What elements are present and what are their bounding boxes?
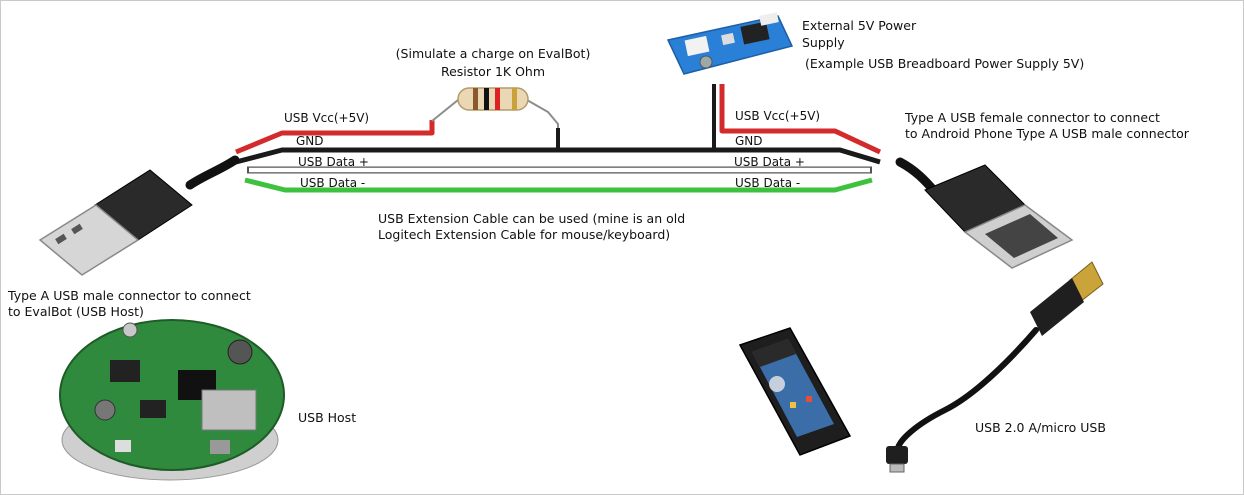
wire-resistor-lead-right (526, 99, 559, 149)
wire-label-data-minus-left: USB Data - (300, 176, 366, 190)
psu-title-line1: External 5V Power (802, 18, 917, 33)
wire-label-vcc-left: USB Vcc(+5V) (284, 111, 370, 125)
micro-cable-label: USB 2.0 A/micro USB (975, 420, 1106, 435)
wire-vcc-right (719, 84, 882, 155)
wire-label-data-minus-right: USB Data - (735, 176, 801, 190)
usb-micro-cable-icon (886, 261, 1104, 473)
extension-note-line2: Logitech Extension Cable for mouse/keybo… (378, 227, 671, 242)
psu-title-line2: Supply (802, 35, 845, 50)
wire-label-gnd-right: GND (735, 134, 763, 148)
male-conn-note-line2: to EvalBot (USB Host) (8, 304, 144, 319)
wire-label-gnd-left: GND (296, 134, 324, 148)
evalbot-board-icon (59, 319, 285, 481)
resistor-note-line1: (Simulate a charge on EvalBot) (395, 46, 591, 61)
usb-male-connector-icon (38, 155, 240, 276)
usb-host-label: USB Host (298, 410, 357, 425)
female-conn-note-line2: to Android Phone Type A USB male connect… (905, 126, 1189, 141)
wire-resistor-lead-left (431, 99, 459, 122)
wire-label-vcc-right: USB Vcc(+5V) (735, 109, 821, 123)
wire-label-data-plus-left: USB Data + (298, 155, 369, 169)
resistor-note-line2: Resistor 1K Ohm (440, 64, 546, 79)
wire-label-data-plus-right: USB Data + (734, 155, 805, 169)
female-conn-note-line1: Type A USB female connector to connect (905, 110, 1160, 125)
resistor-icon (457, 87, 529, 111)
extension-note-line1: USB Extension Cable can be used (mine is… (378, 211, 686, 226)
wires (235, 84, 882, 193)
wire-vcc-left (235, 120, 435, 155)
power-supply-icon (666, 12, 794, 75)
wire-data-minus (244, 177, 873, 193)
usb-female-connector-icon (895, 157, 1074, 269)
android-phone-icon (738, 327, 852, 456)
wire-gnd (235, 147, 881, 165)
psu-example: (Example USB Breadboard Power Supply 5V) (805, 56, 1085, 71)
male-conn-note-line1: Type A USB male connector to connect (8, 288, 251, 303)
